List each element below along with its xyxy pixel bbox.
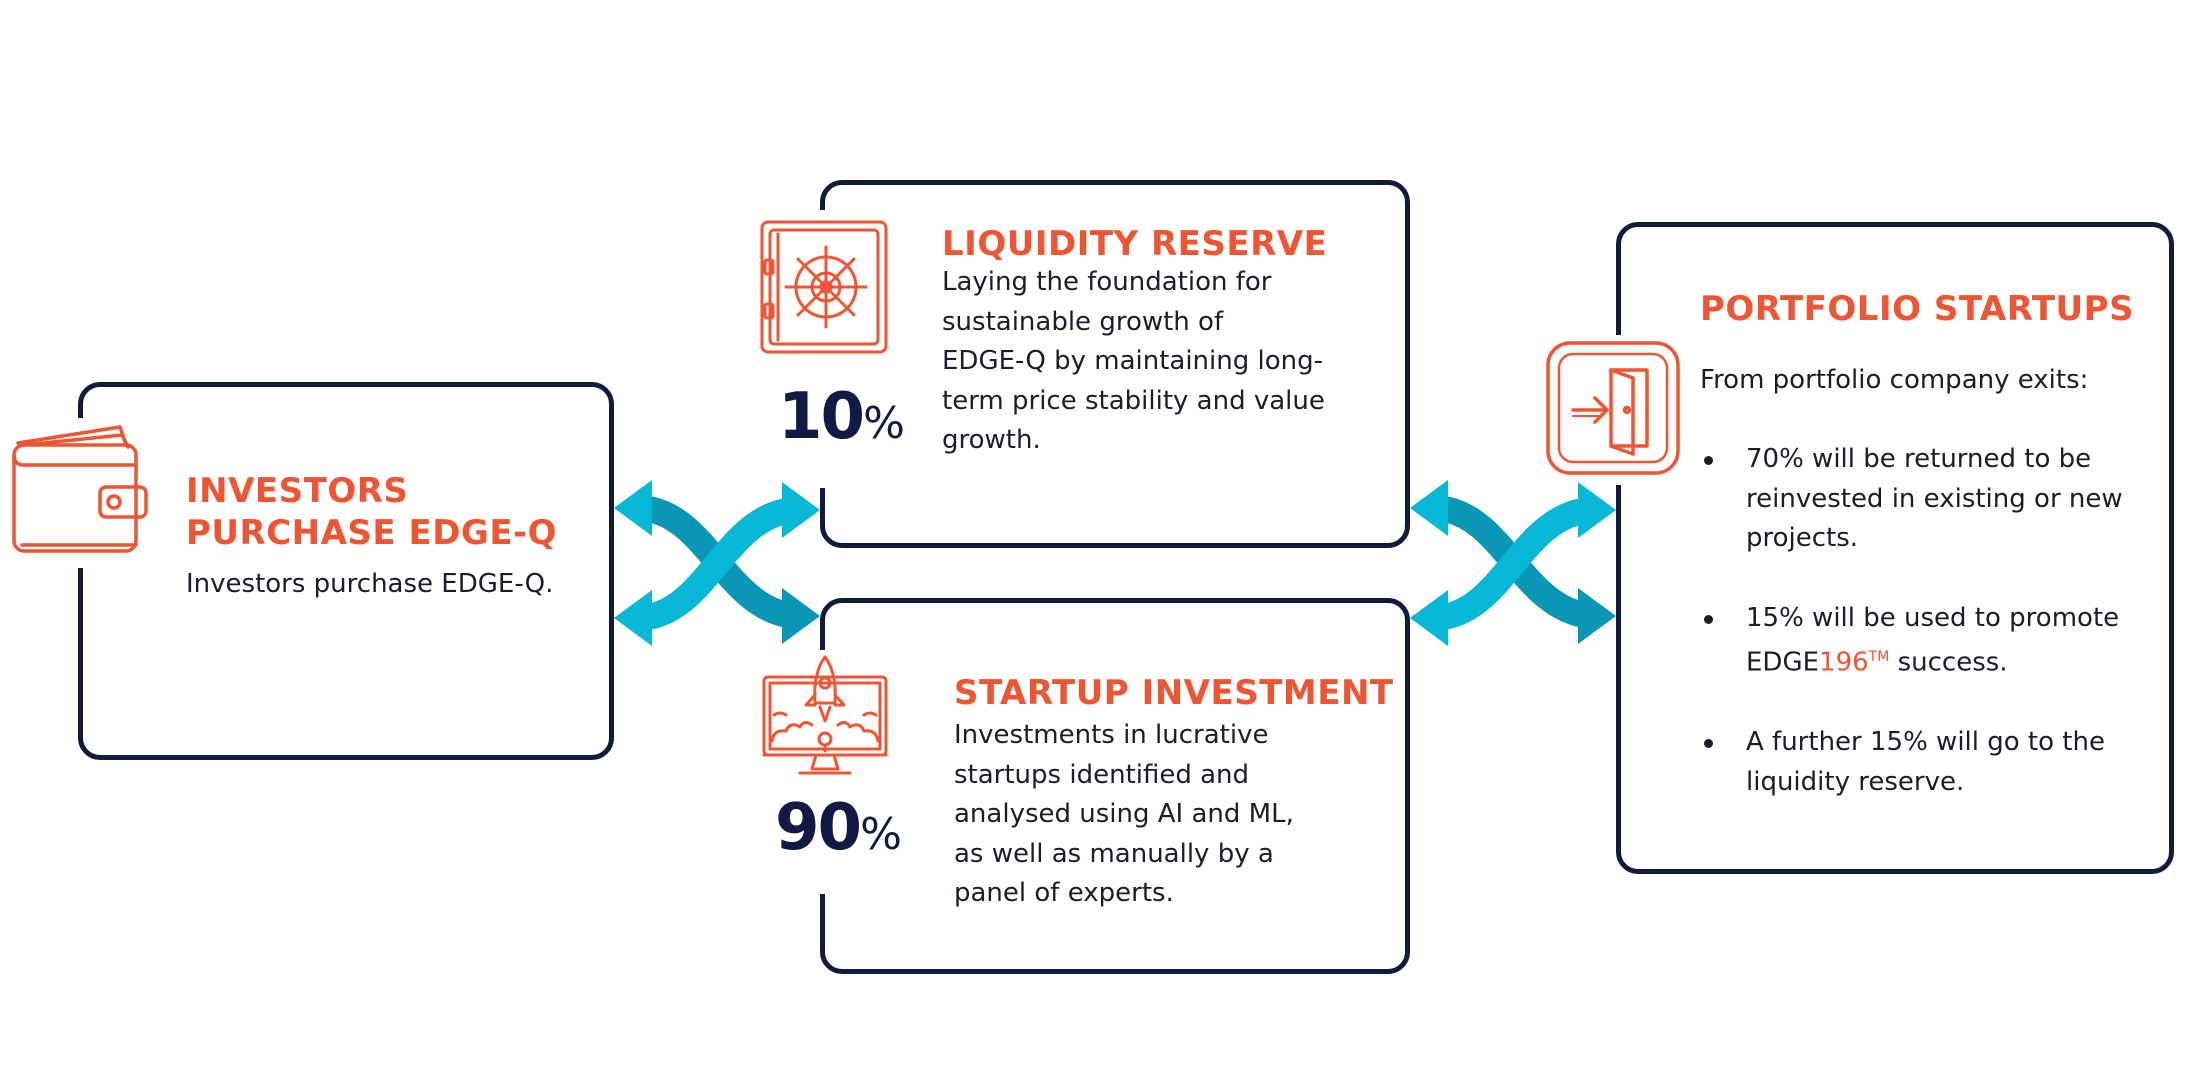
bullet-line: projects.: [1746, 523, 1859, 553]
liquidity-percent-sign: %: [863, 398, 905, 449]
bullet-line: A further 15% will go to the: [1746, 727, 2105, 758]
trademark-mark: TM: [1868, 649, 1890, 665]
bullet-edge-prefix: EDGE: [1746, 647, 1820, 678]
liquidity-body-line: EDGE-Q by maintaining long-: [942, 346, 1323, 376]
startup-body-line: as well as manually by a: [954, 838, 1274, 869]
liquidity-percent: 10%: [778, 385, 905, 449]
startup-body-line: analysed using AI and ML,: [954, 799, 1294, 829]
investors-title: INVESTORS PURCHASE EDGE-Q: [186, 470, 557, 554]
liquidity-body-line: growth.: [942, 425, 1041, 455]
startup-body-line: startups identified and: [954, 759, 1250, 790]
portfolio-bullet: 70% will be returned to be reinvested in…: [1700, 440, 2170, 559]
portfolio-bullets: 70% will be returned to be reinvested in…: [1700, 440, 2170, 842]
liquidity-body: Laying the foundation for sustainable gr…: [942, 263, 1325, 461]
portfolio-intro: From portfolio company exits:: [1700, 365, 2089, 395]
safe-vault-icon: [760, 220, 888, 354]
investors-card: [78, 382, 614, 760]
portfolio-card: [1616, 222, 2174, 874]
startup-body-line: panel of experts.: [954, 878, 1174, 908]
liquidity-title: LIQUIDITY RESERVE: [942, 224, 1328, 264]
bullet-suffix: success.: [1889, 647, 2008, 678]
investors-title-line1: INVESTORS: [186, 471, 409, 511]
portfolio-bullet: A further 15% will go to the liquidity r…: [1700, 723, 2170, 802]
bullet-line: 15% will be used to promote: [1746, 602, 2120, 633]
investors-title-line2: PURCHASE EDGE-Q: [186, 513, 558, 553]
liquidity-body-line: term price stability and value: [942, 385, 1325, 416]
startup-body: Investments in lucrative startups identi…: [954, 716, 1294, 914]
bullet-line: 70% will be returned to be: [1746, 444, 2092, 474]
crossing-arrows-right: [1410, 480, 1616, 646]
edge196-accent: 196: [1819, 647, 1869, 678]
portfolio-bullet: 15% will be used to promote EDGE196TM su…: [1700, 599, 2170, 684]
rocket-monitor-icon: [762, 655, 888, 775]
liquidity-percent-value: 10: [778, 380, 865, 454]
startup-card: [820, 598, 1410, 974]
startup-body-line: Investments in lucrative: [954, 720, 1269, 750]
crossing-arrows-left: [614, 480, 820, 646]
startup-percent-value: 90: [775, 791, 862, 865]
liquidity-body-line: Laying the foundation for: [942, 267, 1272, 297]
portfolio-title: PORTFOLIO STARTUPS: [1700, 289, 2135, 329]
startup-title: STARTUP INVESTMENT: [954, 673, 1394, 713]
bullet-line: reinvested in existing or new: [1746, 483, 2123, 514]
startup-percent-sign: %: [860, 809, 902, 860]
wallet-icon: [12, 425, 148, 553]
investors-body: Investors purchase EDGE-Q.: [186, 569, 554, 599]
exit-door-icon: [1546, 341, 1680, 475]
liquidity-card: [820, 180, 1410, 548]
liquidity-body-line: sustainable growth of: [942, 306, 1224, 337]
bullet-line: liquidity reserve.: [1746, 766, 1965, 797]
startup-percent: 90%: [775, 796, 902, 860]
